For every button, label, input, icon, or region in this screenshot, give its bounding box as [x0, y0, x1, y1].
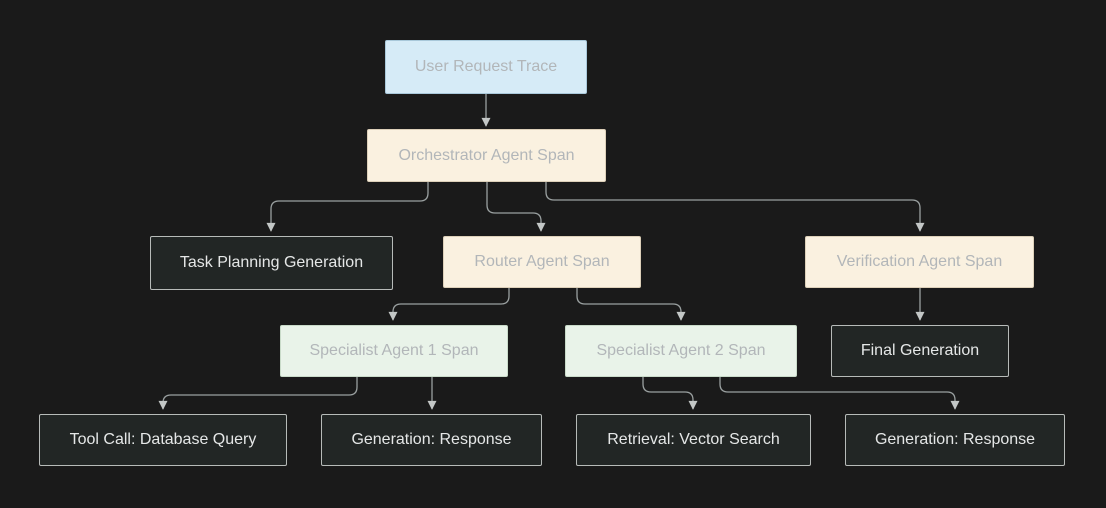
- node-final-generation-label: Final Generation: [860, 342, 980, 360]
- edge-router-to-specialist-1: [388, 288, 510, 321]
- edge-orchestrator-to-task-planning: [266, 182, 429, 232]
- node-verification-agent-span: Verification Agent Span: [805, 236, 1034, 288]
- node-final-generation: Final Generation: [831, 325, 1009, 377]
- node-task-planning-generation-label: Task Planning Generation: [179, 254, 364, 272]
- node-retrieval-vector-search-label: Retrieval: Vector Search: [607, 431, 780, 449]
- node-user-request-trace-label: User Request Trace: [414, 58, 558, 76]
- node-task-planning-generation: Task Planning Generation: [150, 236, 393, 290]
- edge-router-to-specialist-2: [576, 288, 686, 321]
- node-generation-response-2-label: Generation: Response: [874, 431, 1036, 449]
- node-orchestrator-agent-span-label: Orchestrator Agent Span: [398, 146, 575, 164]
- node-router-agent-span-label: Router Agent Span: [474, 253, 610, 271]
- edge-orchestrator-to-router: [486, 182, 546, 232]
- node-user-request-trace: User Request Trace: [385, 40, 587, 94]
- node-generation-response-1: Generation: Response: [321, 414, 542, 466]
- node-generation-response-1-label: Generation: Response: [351, 431, 512, 449]
- edge-specialist-2-to-retrieval: [642, 377, 698, 410]
- node-router-agent-span: Router Agent Span: [443, 236, 641, 288]
- node-orchestrator-agent-span: Orchestrator Agent Span: [367, 129, 606, 182]
- node-specialist-agent-1-span: Specialist Agent 1 Span: [280, 325, 508, 377]
- node-generation-response-2: Generation: Response: [845, 414, 1065, 466]
- node-specialist-agent-2-span: Specialist Agent 2 Span: [565, 325, 797, 377]
- edge-specialist-1-to-tool-call: [158, 377, 358, 410]
- node-verification-agent-span-label: Verification Agent Span: [836, 253, 1003, 271]
- edge-specialist-2-to-generation-response-2: [719, 377, 960, 410]
- node-tool-call-database-query-label: Tool Call: Database Query: [69, 431, 257, 449]
- edge-orchestrator-to-verification: [545, 182, 925, 232]
- node-specialist-agent-1-span-label: Specialist Agent 1 Span: [309, 342, 479, 360]
- node-retrieval-vector-search: Retrieval: Vector Search: [576, 414, 811, 466]
- node-specialist-agent-2-span-label: Specialist Agent 2 Span: [596, 342, 766, 360]
- node-tool-call-database-query: Tool Call: Database Query: [39, 414, 287, 466]
